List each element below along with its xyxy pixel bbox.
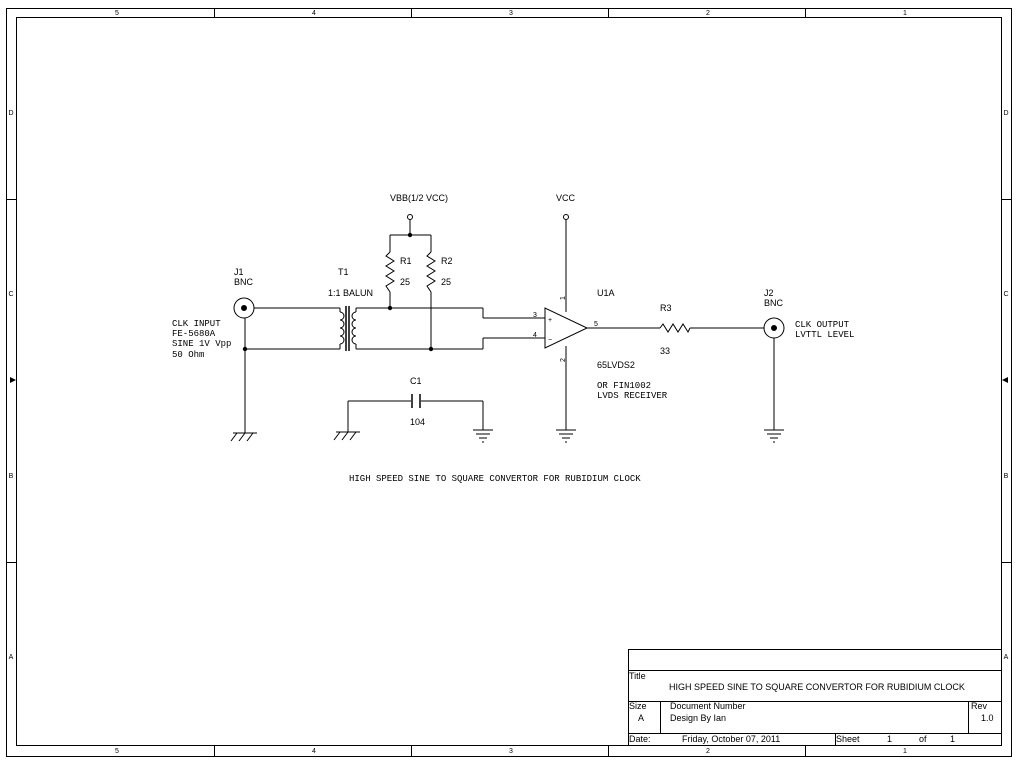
j2-type: BNC [764, 298, 784, 308]
r1-resistor [385, 251, 395, 293]
clk-input-note-line2: FE-5680A [172, 329, 216, 339]
u1a-pin-5: 5 [594, 321, 598, 328]
r2-value: 25 [441, 277, 451, 287]
u1a-part: 65LVDS2 [597, 360, 635, 370]
size-value: A [638, 713, 644, 723]
zone-left-c: C [8, 291, 13, 298]
sheet-border [6, 8, 1012, 757]
zone-bottom-3: 3 [509, 748, 513, 755]
ground-icon [764, 429, 784, 443]
zone-top-1: 1 [903, 10, 907, 17]
zone-top-4: 4 [312, 10, 316, 17]
r1-ref: R1 [400, 256, 412, 266]
sheet-total: 1 [950, 734, 955, 744]
wires [244, 220, 775, 433]
zone-right-a: A [1004, 654, 1009, 661]
zone-bottom-4: 4 [312, 748, 316, 755]
zone-left-d: D [8, 110, 13, 117]
zone-top-3: 3 [509, 10, 513, 17]
ground-icon [556, 429, 576, 443]
clk-output-note-line1: CLK OUTPUT [795, 320, 850, 330]
vbb-label: VBB(1/2 VCC) [390, 193, 448, 203]
u1a-lvds-receiver [544, 307, 589, 349]
vcc-label: VCC [556, 193, 576, 203]
left-center-arrow-icon [10, 377, 16, 383]
rev-label: Rev [971, 701, 988, 711]
zone-left-b: B [9, 473, 14, 480]
j1-type: BNC [234, 277, 254, 287]
zone-right-c: C [1003, 291, 1008, 298]
zone-bottom-2: 2 [706, 748, 710, 755]
junction-dots [242, 232, 434, 352]
schematic-caption: HIGH SPEED SINE TO SQUARE CONVERTOR FOR … [349, 474, 641, 484]
title-block [628, 649, 1002, 746]
date-value: Friday, October 07, 2011 [682, 734, 780, 744]
zone-top-5: 5 [115, 10, 119, 17]
u1a-pin-3: 3 [533, 312, 537, 319]
clk-output-note-line2: LVTTL LEVEL [795, 330, 854, 340]
r2-ref: R2 [441, 256, 453, 266]
rev-value: 1.0 [981, 713, 994, 723]
r3-value: 33 [660, 346, 670, 356]
chassis-ground-icon [333, 431, 360, 441]
zone-left-a: A [9, 654, 14, 661]
c1-capacitor [411, 394, 421, 408]
sheet-number: 1 [887, 734, 892, 744]
right-center-arrow-icon [1002, 377, 1008, 383]
size-label: Size [629, 701, 647, 711]
title-label: Title [629, 671, 646, 681]
u1a-minus-sign: − [548, 337, 552, 344]
sheet-of-label: of [919, 734, 927, 744]
t1-balun-transformer [339, 306, 357, 351]
chassis-ground-icon [230, 432, 257, 442]
j2-ref: J2 [764, 288, 774, 298]
clk-input-note-line4: 50 Ohm [172, 350, 204, 360]
r2-resistor [426, 251, 436, 293]
u1a-pin-4: 4 [533, 332, 537, 339]
zone-right-b: B [1004, 473, 1009, 480]
title-value: HIGH SPEED SINE TO SQUARE CONVERTOR FOR … [669, 682, 965, 692]
u1a-pin-2: 2 [560, 358, 567, 362]
zone-bottom-5: 5 [115, 748, 119, 755]
doc-number-value: Design By Ian [670, 713, 726, 723]
j1-bnc-connector [233, 297, 255, 319]
u1a-pin-1: 1 [560, 296, 567, 300]
ground-icon [473, 429, 493, 443]
clk-input-note-line1: CLK INPUT [172, 319, 221, 329]
clk-input-note-line3: SINE 1V Vpp [172, 339, 231, 349]
vbb-port-icon [407, 214, 413, 220]
t1-value: 1:1 BALUN [328, 288, 373, 298]
r3-ref: R3 [660, 303, 672, 313]
j2-bnc-connector [763, 317, 785, 339]
sheet-label: Sheet [836, 734, 860, 744]
c1-ref: C1 [410, 376, 422, 386]
t1-ref: T1 [338, 267, 349, 277]
u1a-alt-line2: LVDS RECEIVER [597, 391, 668, 401]
u1a-ref: U1A [597, 288, 615, 298]
r3-resistor [659, 323, 691, 334]
j1-ref: J1 [234, 267, 244, 277]
c1-value: 104 [410, 417, 425, 427]
zone-right-d: D [1003, 110, 1008, 117]
date-label: Date: [629, 734, 651, 744]
vcc-port-icon [563, 214, 569, 220]
zone-bottom-1: 1 [903, 748, 907, 755]
u1a-plus-sign: + [548, 317, 552, 324]
r1-value: 25 [400, 277, 410, 287]
doc-number-label: Document Number [670, 701, 746, 711]
u1a-alt-line1: OR FIN1002 [597, 381, 651, 391]
zone-top-2: 2 [706, 10, 710, 17]
